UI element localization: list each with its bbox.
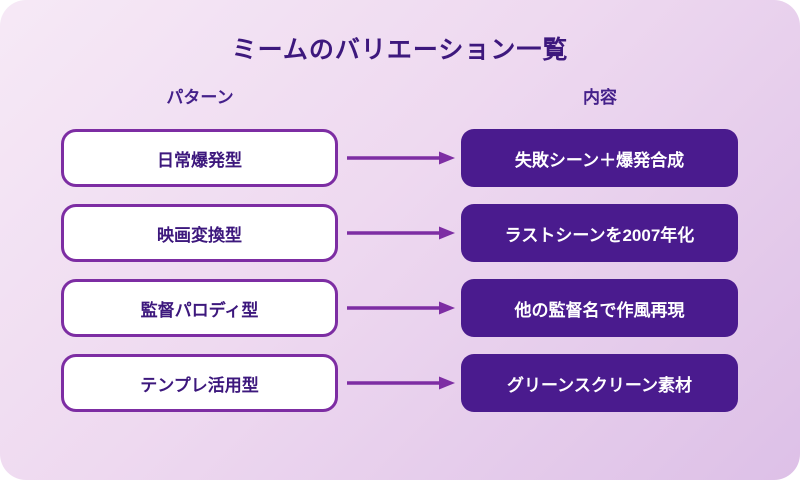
diagram-row: 日常爆発型 失敗シーン＋爆発合成 (0, 129, 800, 187)
pattern-box: 日常爆発型 (61, 129, 338, 187)
pattern-box: 映画変換型 (61, 204, 338, 262)
pattern-box: 監督パロディ型 (61, 279, 338, 337)
diagram-row: テンプレ活用型 グリーンスクリーン素材 (0, 354, 800, 412)
right-arrow-icon (347, 151, 455, 165)
page-title: ミームのバリエーション一覧 (231, 36, 569, 64)
right-arrow-icon (347, 301, 455, 315)
pattern-box: テンプレ活用型 (61, 354, 338, 412)
diagram-row: 監督パロディ型 他の監督名で作風再現 (0, 279, 800, 337)
diagram-row: 映画変換型 ラストシーンを2007年化 (0, 204, 800, 262)
content-box: 他の監督名で作風再現 (461, 279, 738, 337)
column-header-content: 内容 (583, 88, 617, 107)
right-arrow-icon (347, 376, 455, 390)
content-box: 失敗シーン＋爆発合成 (461, 129, 738, 187)
right-arrow-icon (347, 226, 455, 240)
column-header-pattern: パターン (166, 88, 234, 107)
content-box: グリーンスクリーン素材 (461, 354, 738, 412)
content-box: ラストシーンを2007年化 (461, 204, 738, 262)
